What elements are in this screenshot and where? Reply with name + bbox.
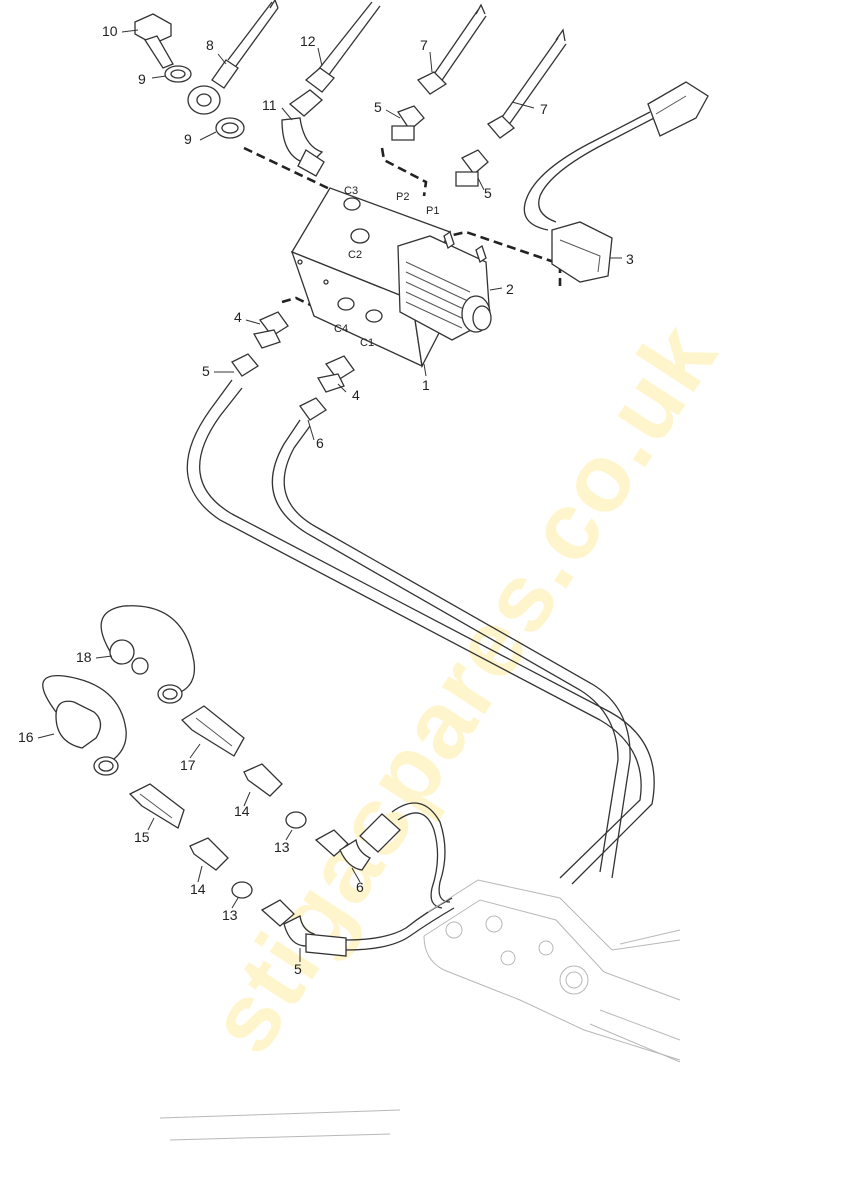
callout-4: 4 bbox=[234, 309, 242, 325]
port-label-p2: P2 bbox=[396, 191, 409, 203]
callout-1: 1 bbox=[422, 377, 430, 393]
bottom-elbows bbox=[260, 802, 455, 957]
upper-hoses bbox=[227, 0, 567, 127]
callout-16: 16 bbox=[18, 729, 34, 745]
port-label-p1: P1 bbox=[426, 205, 439, 217]
callout-12: 12 bbox=[300, 33, 316, 49]
callout-13: 13 bbox=[222, 907, 238, 923]
leader-lines bbox=[37, 29, 622, 962]
watermark: stigaspares.co.uk bbox=[188, 304, 738, 1071]
lower-block-fittings bbox=[231, 311, 355, 421]
solenoid-coil bbox=[397, 230, 492, 341]
elbow-fitting-11 bbox=[281, 67, 335, 177]
callout-3: 3 bbox=[626, 251, 634, 267]
callout-8: 8 bbox=[206, 37, 214, 53]
callout-5: 5 bbox=[484, 185, 492, 201]
callout-4: 4 bbox=[352, 387, 360, 403]
banjo-assembly bbox=[134, 13, 245, 139]
long-hoses bbox=[186, 379, 655, 885]
callout-5: 5 bbox=[202, 363, 210, 379]
port-label-c4: C4 bbox=[334, 323, 348, 335]
callout-5: 5 bbox=[374, 99, 382, 115]
port-label-c3: C3 bbox=[344, 185, 358, 197]
callout-10: 10 bbox=[102, 23, 118, 39]
callout-9: 9 bbox=[138, 71, 146, 87]
callout-6: 6 bbox=[356, 879, 364, 895]
upper-fittings bbox=[391, 71, 516, 187]
frame-outline bbox=[159, 879, 681, 1141]
callout-18: 18 bbox=[76, 649, 92, 665]
callout-9: 9 bbox=[184, 131, 192, 147]
callout-14: 14 bbox=[234, 803, 250, 819]
part-callouts: 10 9 9 8 12 11 7 5 7 5 3 2 1 4 5 4 6 18 … bbox=[18, 23, 634, 977]
callout-5: 5 bbox=[294, 961, 302, 977]
port-label-c2: C2 bbox=[348, 249, 362, 261]
callout-11: 11 bbox=[262, 97, 277, 113]
callout-6: 6 bbox=[316, 435, 324, 451]
callout-17: 17 bbox=[180, 757, 196, 773]
port-labels: C3 C2 P2 P1 C4 C1 bbox=[334, 185, 439, 349]
quick-couplers bbox=[42, 605, 307, 899]
callout-14: 14 bbox=[190, 881, 206, 897]
callout-2: 2 bbox=[506, 281, 514, 297]
callout-15: 15 bbox=[134, 829, 150, 845]
callout-13: 13 bbox=[274, 839, 290, 855]
connector-cable bbox=[523, 81, 709, 283]
port-label-c1: C1 bbox=[360, 337, 374, 349]
callout-7: 7 bbox=[420, 37, 428, 53]
callout-7: 7 bbox=[540, 101, 548, 117]
